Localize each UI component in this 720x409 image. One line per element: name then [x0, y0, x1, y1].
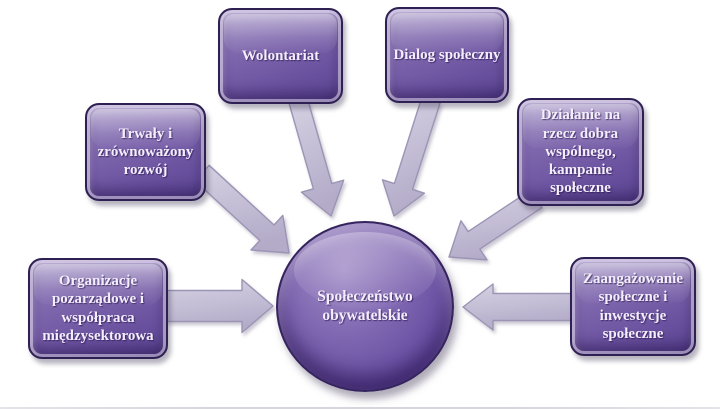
bottom-edge-line [0, 407, 720, 409]
node-dzialanie-dobro-wspolne: Działanie na rzecz dobra wspólnego, kamp… [517, 98, 644, 206]
arrow-dialog-to-center [381, 96, 441, 217]
node-wolontariat-label: Wolontariat [241, 47, 320, 64]
arrow-zaangazowanie-to-center [462, 283, 573, 331]
node-organizacje-pozarzadowe: Organizacje pozarządowe i współpraca mię… [28, 258, 168, 359]
node-dialog-spoleczny: Dialog społeczny [385, 7, 509, 103]
node-wolontariat: Wolontariat [218, 8, 343, 104]
node-trwaly-rozwoj: Trwały i zrównoważony rozwój [85, 103, 206, 201]
node-zaangazowanie-spoleczne: Zaangażowanie społeczne i inwestycje spo… [570, 257, 696, 356]
arrow-organizacje-to-center [165, 278, 274, 334]
node-dialog-spoleczny-label: Dialog społeczny [393, 46, 501, 63]
node-dzialanie-dobro-wspolne-label: Działanie na rzecz dobra wspólnego, kamp… [540, 107, 621, 197]
center-circle-label: Społeczeństwo obywatelskie [317, 287, 413, 324]
center-circle-spoleczenstwo-obywatelskie: Społeczeństwo obywatelskie [276, 221, 454, 392]
arrow-trwaly-to-center [194, 164, 290, 254]
node-organizacje-pozarzadowe-label: Organizacje pozarządowe i współpraca mię… [42, 272, 154, 344]
arrow-dzialanie-to-center [448, 189, 543, 261]
node-trwaly-rozwoj-label: Trwały i zrównoważony rozwój [97, 125, 194, 179]
arrow-wolontariat-to-center [288, 96, 345, 217]
node-zaangazowanie-spoleczne-label: Zaangażowanie społeczne i inwestycje spo… [582, 270, 683, 342]
